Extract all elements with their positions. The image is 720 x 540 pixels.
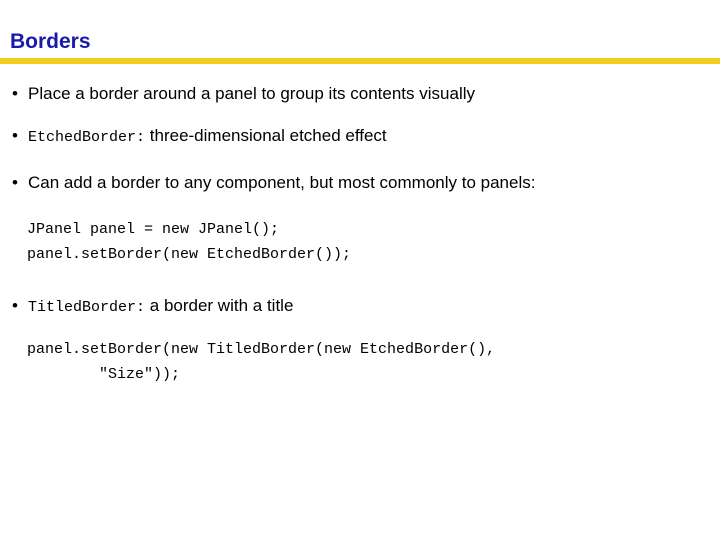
bullet-item-4: • TitledBorder: a border with a title — [0, 294, 720, 320]
bullet-item-2-colon: : — [136, 129, 146, 146]
bullet-item-3: • Can add a border to any component, but… — [0, 171, 720, 195]
slide-body: • Place a border around a panel to group… — [0, 74, 720, 387]
bullet-item-3-text: Can add a border to any component, but m… — [28, 173, 536, 192]
bullet-item-2: • EtchedBorder: three-dimensional etched… — [0, 124, 720, 150]
bullet-item-2-text: EtchedBorder: three-dimensional etched e… — [28, 124, 682, 150]
bullet-item-1-text: Place a border around a panel to group i… — [28, 84, 475, 103]
bullet-item-4-colon: : — [136, 299, 146, 316]
bullet-marker-icon: • — [12, 296, 18, 315]
page-title: Borders — [10, 30, 91, 53]
bullet-item-4-text: TitledBorder: a border with a title — [28, 294, 682, 320]
class-name-titledborder: TitledBorder — [28, 299, 137, 316]
bullet-item-4-description: a border with a title — [145, 296, 294, 315]
class-name-etchedborder: EtchedBorder — [28, 129, 137, 146]
bullet-marker-icon: • — [12, 126, 18, 145]
code-block-titledborder: panel.setBorder(new TitledBorder(new Etc… — [27, 341, 496, 383]
bullet-marker-icon: • — [12, 84, 18, 103]
title-underline-rule — [0, 58, 720, 64]
bullet-item-1: • Place a border around a panel to group… — [0, 82, 720, 106]
bullet-marker-icon: • — [12, 173, 18, 192]
code-block-etchedborder: JPanel panel = new JPanel(); panel.setBo… — [27, 221, 352, 263]
bullet-item-2-description: three-dimensional etched effect — [145, 126, 387, 145]
